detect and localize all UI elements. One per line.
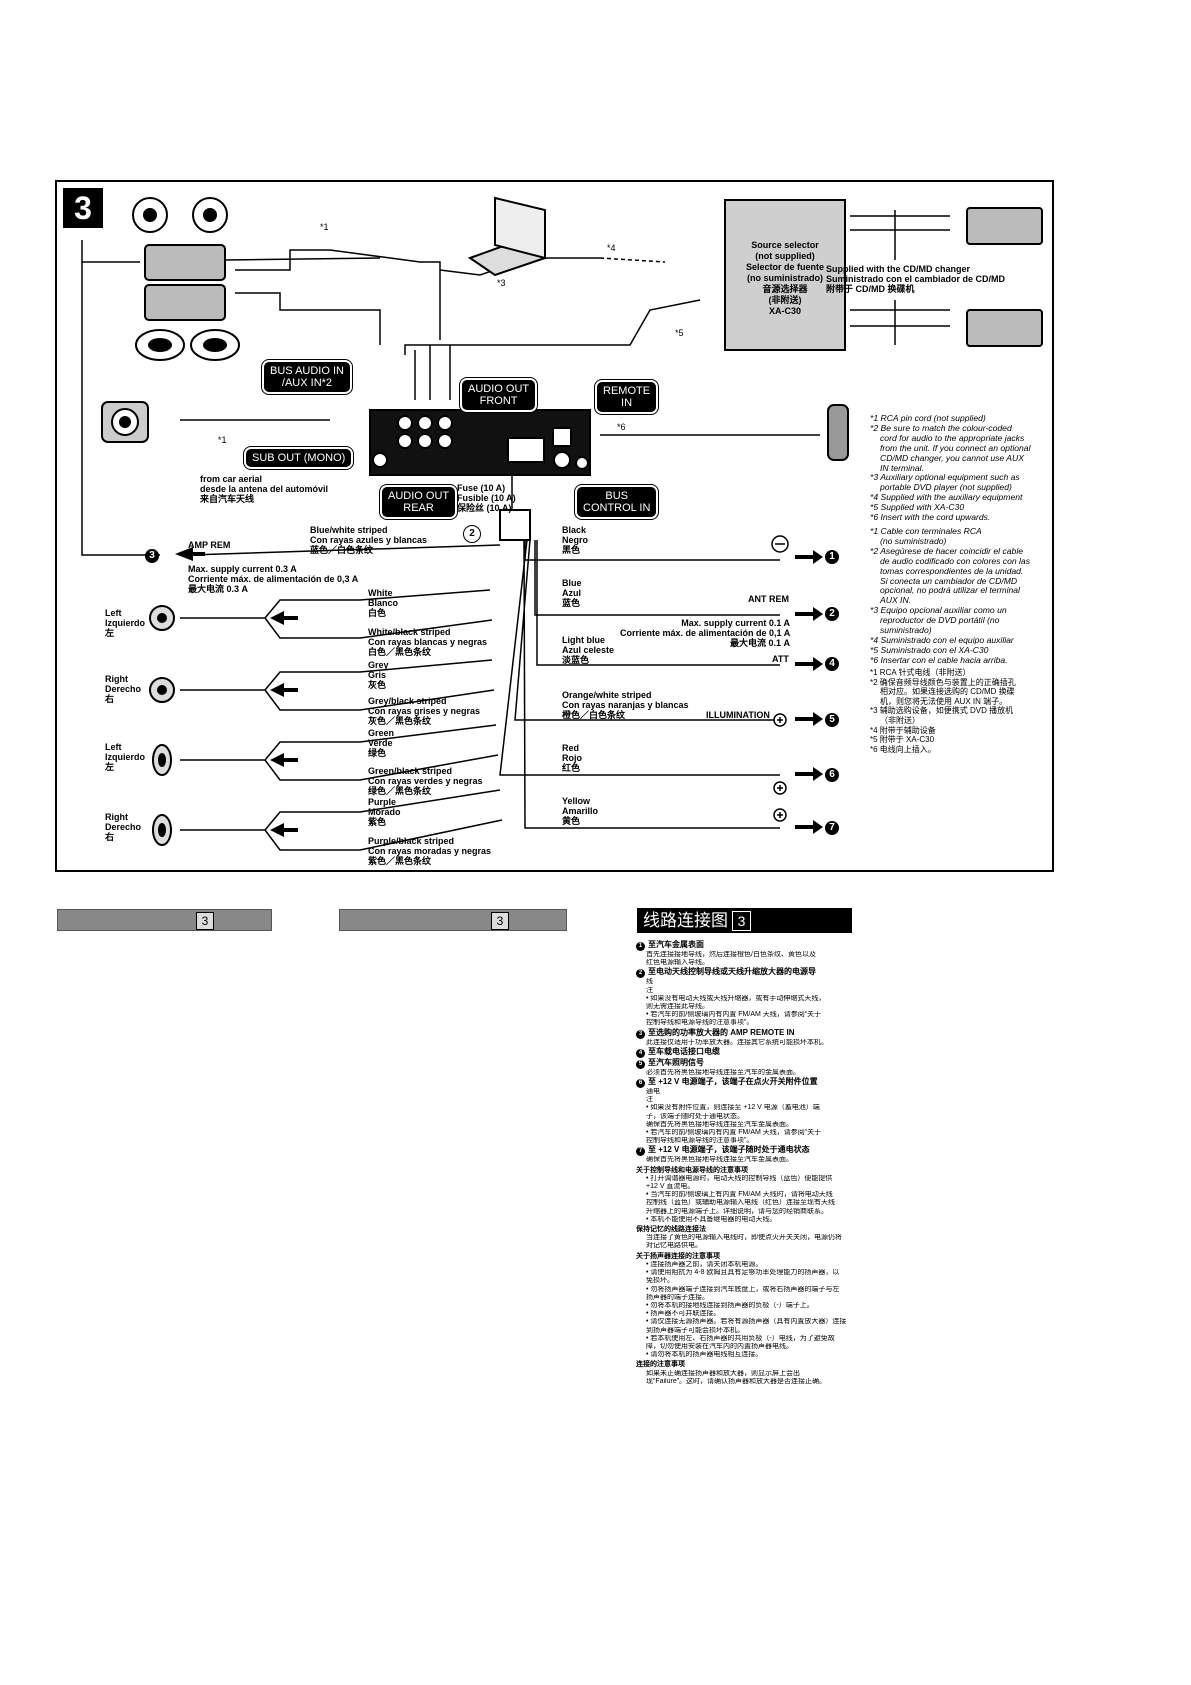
footnote-mark-4: *4 — [607, 243, 616, 253]
section-bar-left: 3 — [57, 909, 272, 931]
footnote-mark-1b: *1 — [218, 435, 227, 445]
illumination-terminal: ILLUMINATION — [706, 710, 770, 720]
section-bar-left-number: 3 — [196, 912, 214, 930]
amp-rem-number: 3 — [145, 549, 159, 563]
section-bar-middle: 3 — [339, 909, 567, 931]
att-terminal: ATT — [772, 654, 789, 664]
diagram-frame — [55, 180, 1054, 872]
cn-note-title-4: 连接的注意事项 — [636, 1361, 685, 1369]
figure-number-badge: 3 — [63, 188, 103, 228]
wire-number-2: 2 — [825, 607, 839, 621]
wire-number-7: 7 — [825, 821, 839, 835]
footnote-mark-6: *6 — [617, 422, 626, 432]
cn-section-title: 线路连接图 — [643, 911, 728, 930]
section-bar-middle-number: 3 — [491, 912, 509, 930]
harness-marker: 2 — [463, 525, 481, 543]
footnote-mark-5: *5 — [675, 328, 684, 338]
cn-note-title-3: 关于扬声器连接的注意事项 — [636, 1252, 720, 1260]
fuse-label: Fuse (10 A)Fusible (10 A)保险丝 (10 A) — [457, 483, 516, 513]
amp-rem-terminal: AMP REM — [188, 540, 231, 550]
changer-label: Supplied with the CD/MD changer Suminist… — [826, 264, 1006, 294]
wire-number-4: 4 — [825, 657, 839, 671]
sub-out-label: SUB OUT (MONO) — [244, 447, 354, 469]
footnote-mark-3: *3 — [497, 278, 506, 288]
cn-note-title-1: 关于控制导线和电源导线的注意事项 — [636, 1166, 748, 1174]
wire-number-5: 5 — [825, 713, 839, 727]
notes-chinese: *1 RCA 针式电线（非附送） *2 确保音频导线颜色与装置上的正确插孔 相对… — [870, 668, 1016, 754]
bus-audio-in-label: BUS AUDIO IN/AUX IN*2 — [262, 360, 352, 394]
cn-section-number: 3 — [732, 911, 751, 931]
wire-number-1: 1 — [825, 550, 839, 564]
source-selector-text: Source selector (not supplied) Selector … — [745, 240, 825, 316]
ant-rem-terminal: ANT REM — [748, 594, 789, 604]
cn-note-title-2: 保持记忆的线路连接法 — [636, 1226, 706, 1234]
wire-number-6: 6 — [825, 768, 839, 782]
footnote-mark-1: *1 — [320, 222, 329, 232]
notes-spanish: *1 Cable con terminales RCA (no suminist… — [870, 526, 1031, 665]
notes-english: *1 RCA pin cord (not supplied) *2 Be sur… — [870, 413, 1031, 523]
